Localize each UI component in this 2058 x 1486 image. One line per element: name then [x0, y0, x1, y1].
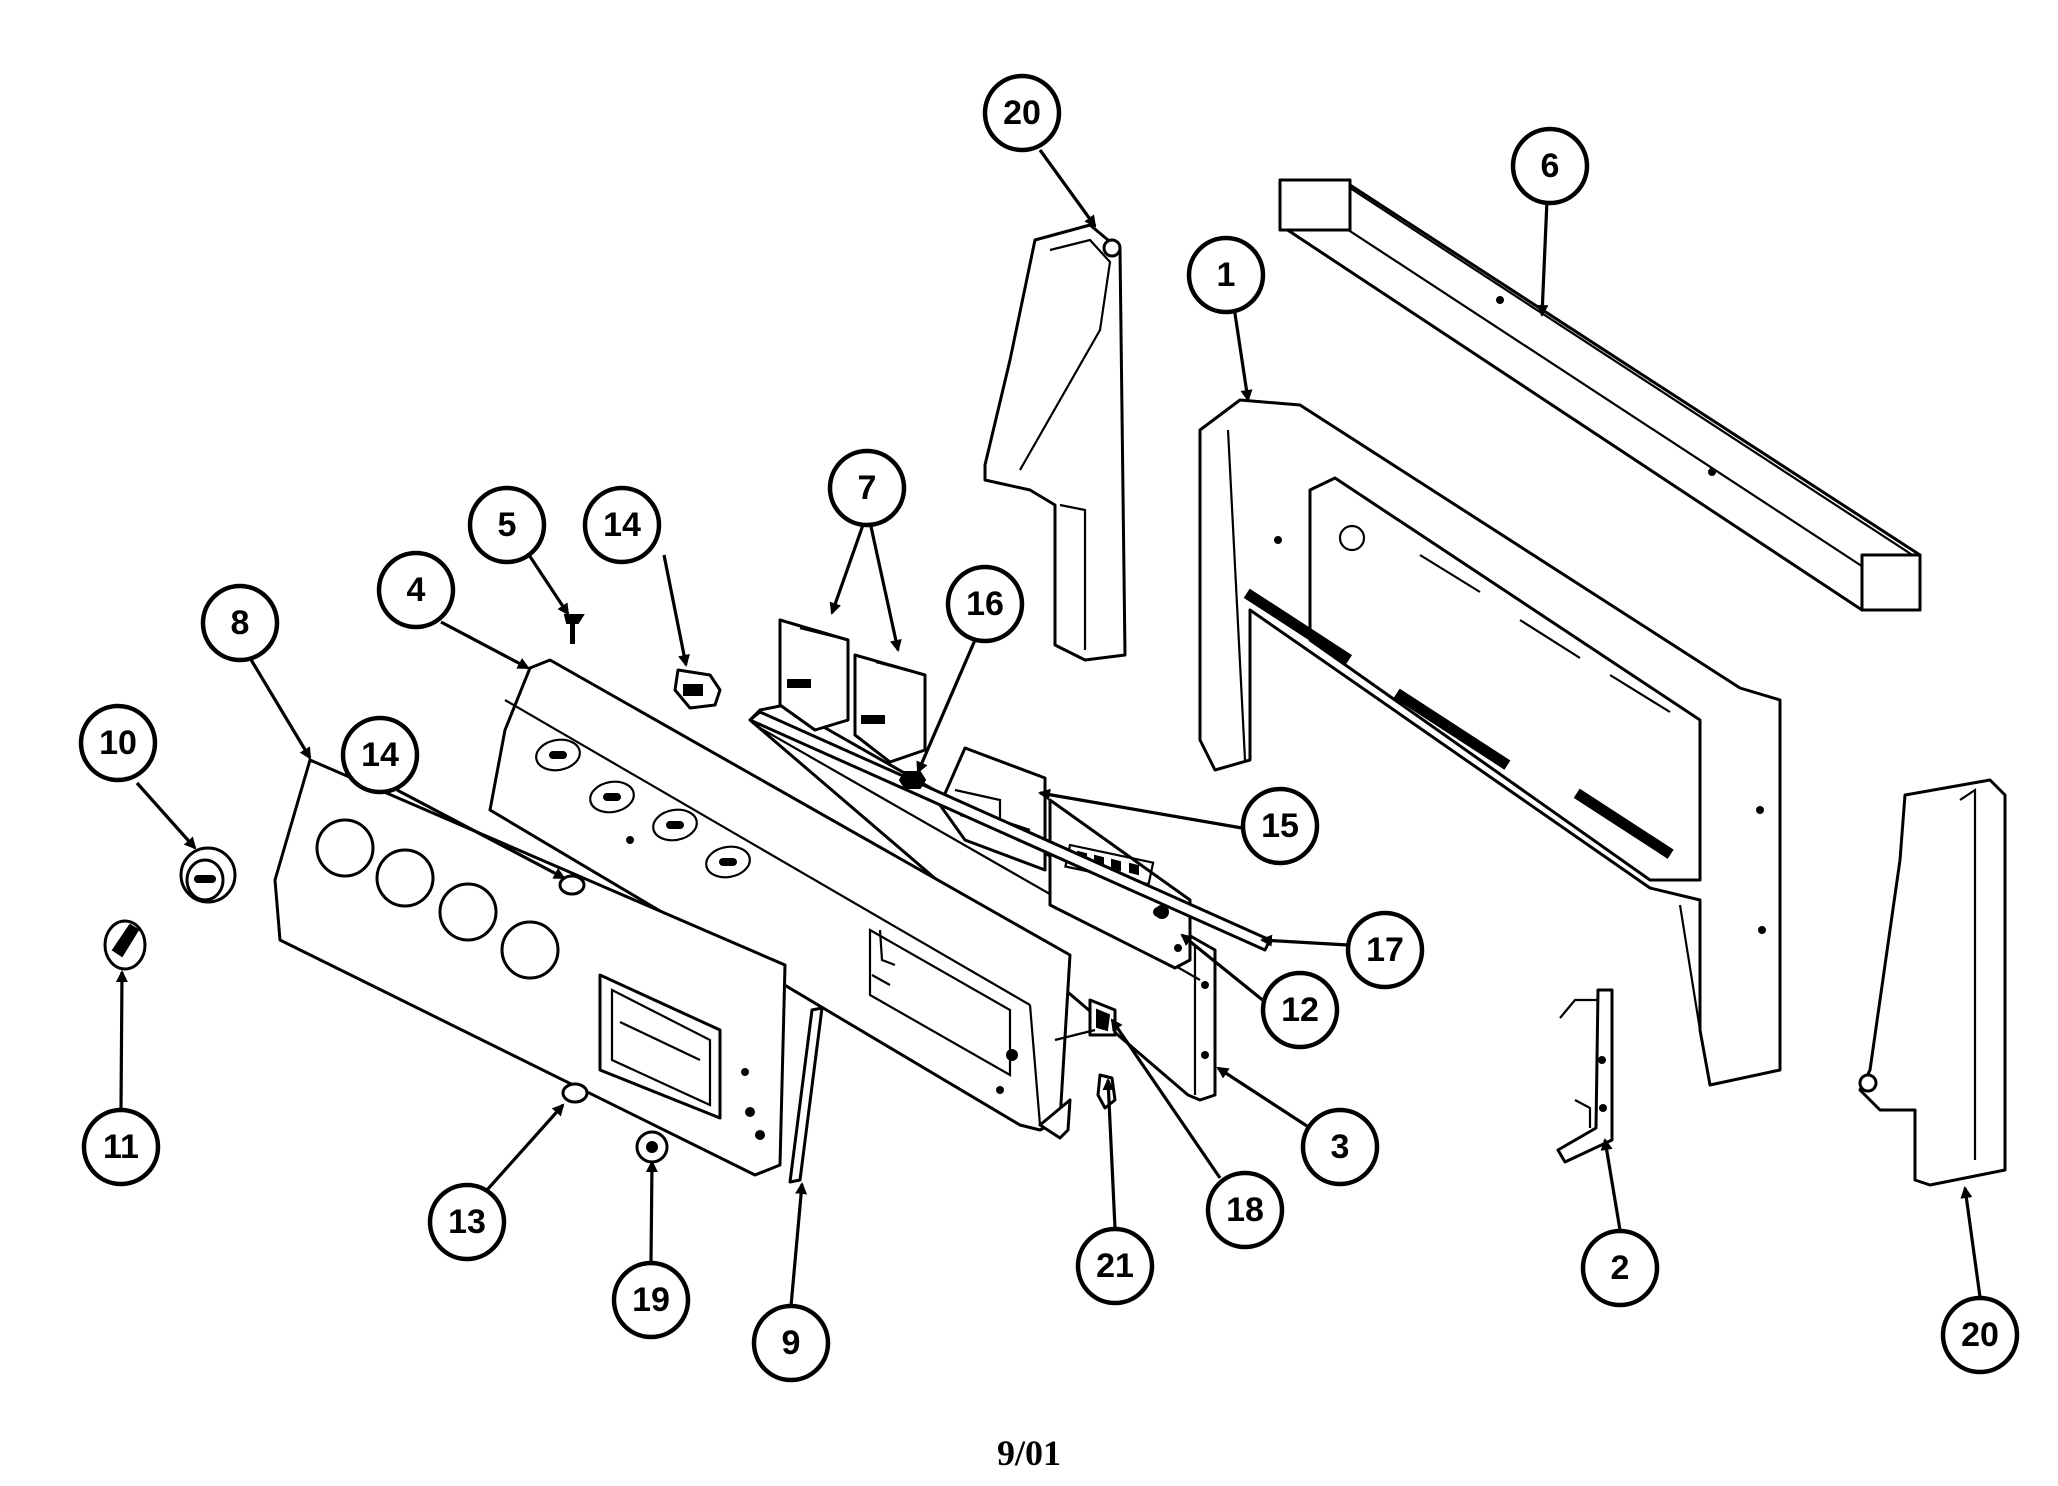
svg-text:7: 7: [858, 469, 877, 507]
svg-text:21: 21: [1096, 1247, 1134, 1285]
part-18-switch: [1054, 998, 1117, 1042]
callout-12: 12: [1260, 970, 1340, 1050]
part-10-knob: [179, 846, 237, 904]
svg-text:6: 6: [1541, 147, 1560, 185]
svg-text:15: 15: [1261, 807, 1299, 845]
part-20-end-cap-right: [1858, 778, 2007, 1187]
svg-text:16: 16: [966, 585, 1004, 623]
svg-text:3: 3: [1331, 1128, 1350, 1166]
callout-14-lower: 14: [340, 715, 420, 795]
callout-21: 21: [1075, 1226, 1155, 1306]
svg-text:12: 12: [1281, 991, 1319, 1029]
callout-2: 2: [1580, 1228, 1660, 1308]
callout-13: 13: [427, 1182, 507, 1262]
svg-text:18: 18: [1226, 1191, 1264, 1229]
part-2-bracket: [1556, 988, 1614, 1164]
callout-5: 5: [467, 485, 547, 565]
callout-14-upper: 14: [582, 485, 662, 565]
svg-text:8: 8: [231, 604, 250, 642]
part-9-trim-strip: [788, 1006, 824, 1184]
callout-11: 11: [81, 1107, 161, 1187]
revision-date: 9/01: [996, 1433, 1061, 1473]
svg-text:17: 17: [1366, 931, 1404, 969]
part-4-backguard: [488, 658, 1072, 1140]
part-14-clip-lower: [558, 874, 586, 896]
svg-text:13: 13: [448, 1203, 486, 1241]
callout-19: 19: [611, 1260, 691, 1340]
callout-8: 8: [200, 583, 280, 663]
part-20-end-cap-left: [983, 223, 1127, 662]
part-6-top-brace: [1278, 178, 1922, 612]
svg-text:10: 10: [99, 724, 137, 762]
leader-lines: [115, 149, 1982, 1307]
svg-text:14: 14: [361, 736, 399, 774]
part-7-switches: [778, 618, 927, 764]
part-8-control-panel: [273, 758, 787, 1177]
callout-3: 3: [1300, 1107, 1380, 1187]
svg-text:19: 19: [632, 1281, 670, 1319]
svg-text:20: 20: [1961, 1316, 1999, 1354]
svg-text:11: 11: [103, 1128, 139, 1166]
svg-text:9: 9: [782, 1324, 801, 1362]
callout-18: 18: [1205, 1170, 1285, 1250]
callout-7: 7: [827, 448, 907, 528]
svg-text:14: 14: [603, 506, 641, 544]
part-13-button: [561, 1082, 589, 1104]
svg-text:5: 5: [498, 506, 517, 544]
callout-1: 1: [1186, 235, 1266, 315]
callout-4: 4: [376, 550, 456, 630]
svg-text:2: 2: [1611, 1249, 1630, 1287]
callout-9: 9: [751, 1303, 831, 1383]
callout-10: 10: [78, 703, 158, 783]
callout-6: 6: [1510, 126, 1590, 206]
part-14-clip-upper: [673, 668, 722, 710]
svg-text:20: 20: [1003, 94, 1041, 132]
part-11-knob: [103, 919, 147, 971]
callout-17: 17: [1345, 910, 1425, 990]
part-21-clip: [1096, 1073, 1117, 1110]
part-16-nut: [898, 771, 927, 789]
callout-15: 15: [1240, 786, 1320, 866]
part-5-screw: [563, 614, 585, 644]
part-12-hardware: [1153, 907, 1163, 917]
svg-text:4: 4: [407, 571, 426, 609]
svg-text:1: 1: [1217, 256, 1236, 294]
callout-20-bottom: 20: [1940, 1295, 2020, 1375]
part-19-button: [635, 1130, 669, 1164]
callout-20-top: 20: [982, 73, 1062, 153]
callout-16: 16: [945, 564, 1025, 644]
part-1-rear-panel: [1198, 398, 1782, 1087]
